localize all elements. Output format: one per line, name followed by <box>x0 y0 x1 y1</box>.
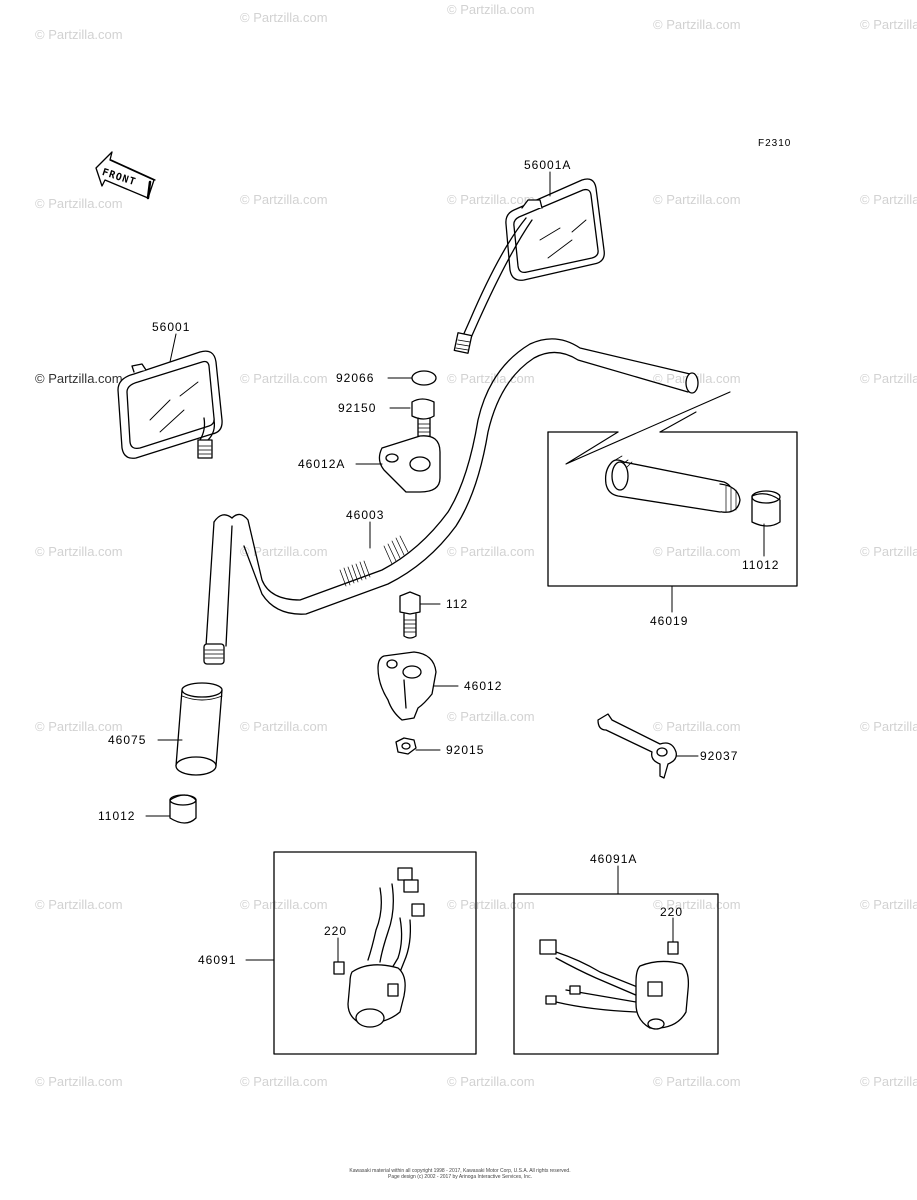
watermark: © Partzilla.com <box>860 192 917 207</box>
part-label-56001A: 56001A <box>524 158 572 172</box>
copyright-line: Kawasaki material within all copyright 1… <box>349 1168 571 1174</box>
part-label-11012-left: 11012 <box>98 809 136 823</box>
copyright-line: Page design (c) 2002 - 2017 by Arinoga I… <box>388 1174 532 1180</box>
watermark: © Partzilla.com <box>860 17 917 32</box>
part-label-92066: 92066 <box>336 371 375 385</box>
watermark: © Partzilla.com <box>860 371 917 386</box>
watermark: © Partzilla.com <box>35 27 123 42</box>
part-label-56001: 56001 <box>152 320 191 334</box>
bolt-112 <box>399 591 421 639</box>
part-label-220-left: 220 <box>324 924 348 938</box>
watermark: © Partzilla.com <box>653 719 741 734</box>
part-label-46012: 46012 <box>464 679 503 693</box>
part-label-92015: 92015 <box>446 743 485 757</box>
switch-box-46091 <box>273 851 477 1055</box>
watermark: © Partzilla.com <box>447 2 535 17</box>
holder-46012 <box>377 651 437 721</box>
copyright-notice: Kawasaki material within all copyright 1… <box>320 1168 600 1180</box>
watermark: © Partzilla.com <box>653 897 741 912</box>
watermark: © Partzilla.com <box>240 719 328 734</box>
wrench-92037 <box>597 713 677 779</box>
part-label-46091: 46091 <box>198 953 237 967</box>
watermark: © Partzilla.com <box>653 1074 741 1089</box>
grip-46075 <box>175 682 223 776</box>
mirror-56001 <box>117 350 223 459</box>
part-label-46091A: 46091A <box>590 852 638 866</box>
watermark: © Partzilla.com <box>860 719 917 734</box>
watermark: © Partzilla.com <box>240 544 328 559</box>
watermark: © Partzilla.com <box>35 719 123 734</box>
watermark: © Partzilla.com <box>35 897 123 912</box>
watermark: © Partzilla.com <box>240 1074 328 1089</box>
nut-92015 <box>395 737 417 755</box>
leader-lines <box>145 171 765 963</box>
part-label-11012-right: 11012 <box>742 558 780 572</box>
watermark: © Partzilla.com <box>447 709 535 724</box>
watermark: © Partzilla.com <box>240 10 328 25</box>
watermark: © Partzilla.com <box>860 897 917 912</box>
diagram-code: F2310 <box>758 138 792 149</box>
part-label-46075: 46075 <box>108 733 147 747</box>
watermark: © Partzilla.com <box>35 544 123 559</box>
watermark: © Partzilla.com <box>653 192 741 207</box>
watermark: © Partzilla.com <box>653 17 741 32</box>
watermark: © Partzilla.com <box>447 1074 535 1089</box>
watermark: © Partzilla.com <box>447 371 535 386</box>
watermark: © Partzilla.com <box>860 1074 917 1089</box>
watermark: © Partzilla.com <box>35 1074 123 1089</box>
watermark: © Partzilla.com <box>35 196 123 211</box>
watermark: © Partzilla.com <box>35 371 123 386</box>
watermark: © Partzilla.com <box>653 544 741 559</box>
holder-46012A <box>378 435 441 493</box>
part-label-112: 112 <box>446 597 469 611</box>
part-label-46003: 46003 <box>346 508 385 522</box>
watermark: © Partzilla.com <box>447 192 535 207</box>
switch-box-46091A <box>513 893 719 1055</box>
watermark: © Partzilla.com <box>447 544 535 559</box>
part-label-46019: 46019 <box>650 614 689 628</box>
part-label-220-right: 220 <box>660 905 684 919</box>
part-label-92037: 92037 <box>700 749 739 763</box>
part-label-46012A: 46012A <box>298 457 346 471</box>
end-cap-11012-left <box>169 794 197 824</box>
watermark: © Partzilla.com <box>240 897 328 912</box>
handlebar-46003 <box>203 338 699 665</box>
watermark: © Partzilla.com <box>240 192 328 207</box>
cap-92066 <box>411 370 437 386</box>
watermark: © Partzilla.com <box>447 897 535 912</box>
throttle-grip-46019 <box>547 391 798 587</box>
mirror-56001A <box>453 178 605 354</box>
watermark: © Partzilla.com <box>860 544 917 559</box>
part-label-92150: 92150 <box>338 401 377 415</box>
watermark: © Partzilla.com <box>240 371 328 386</box>
front-arrow-icon <box>95 151 156 200</box>
